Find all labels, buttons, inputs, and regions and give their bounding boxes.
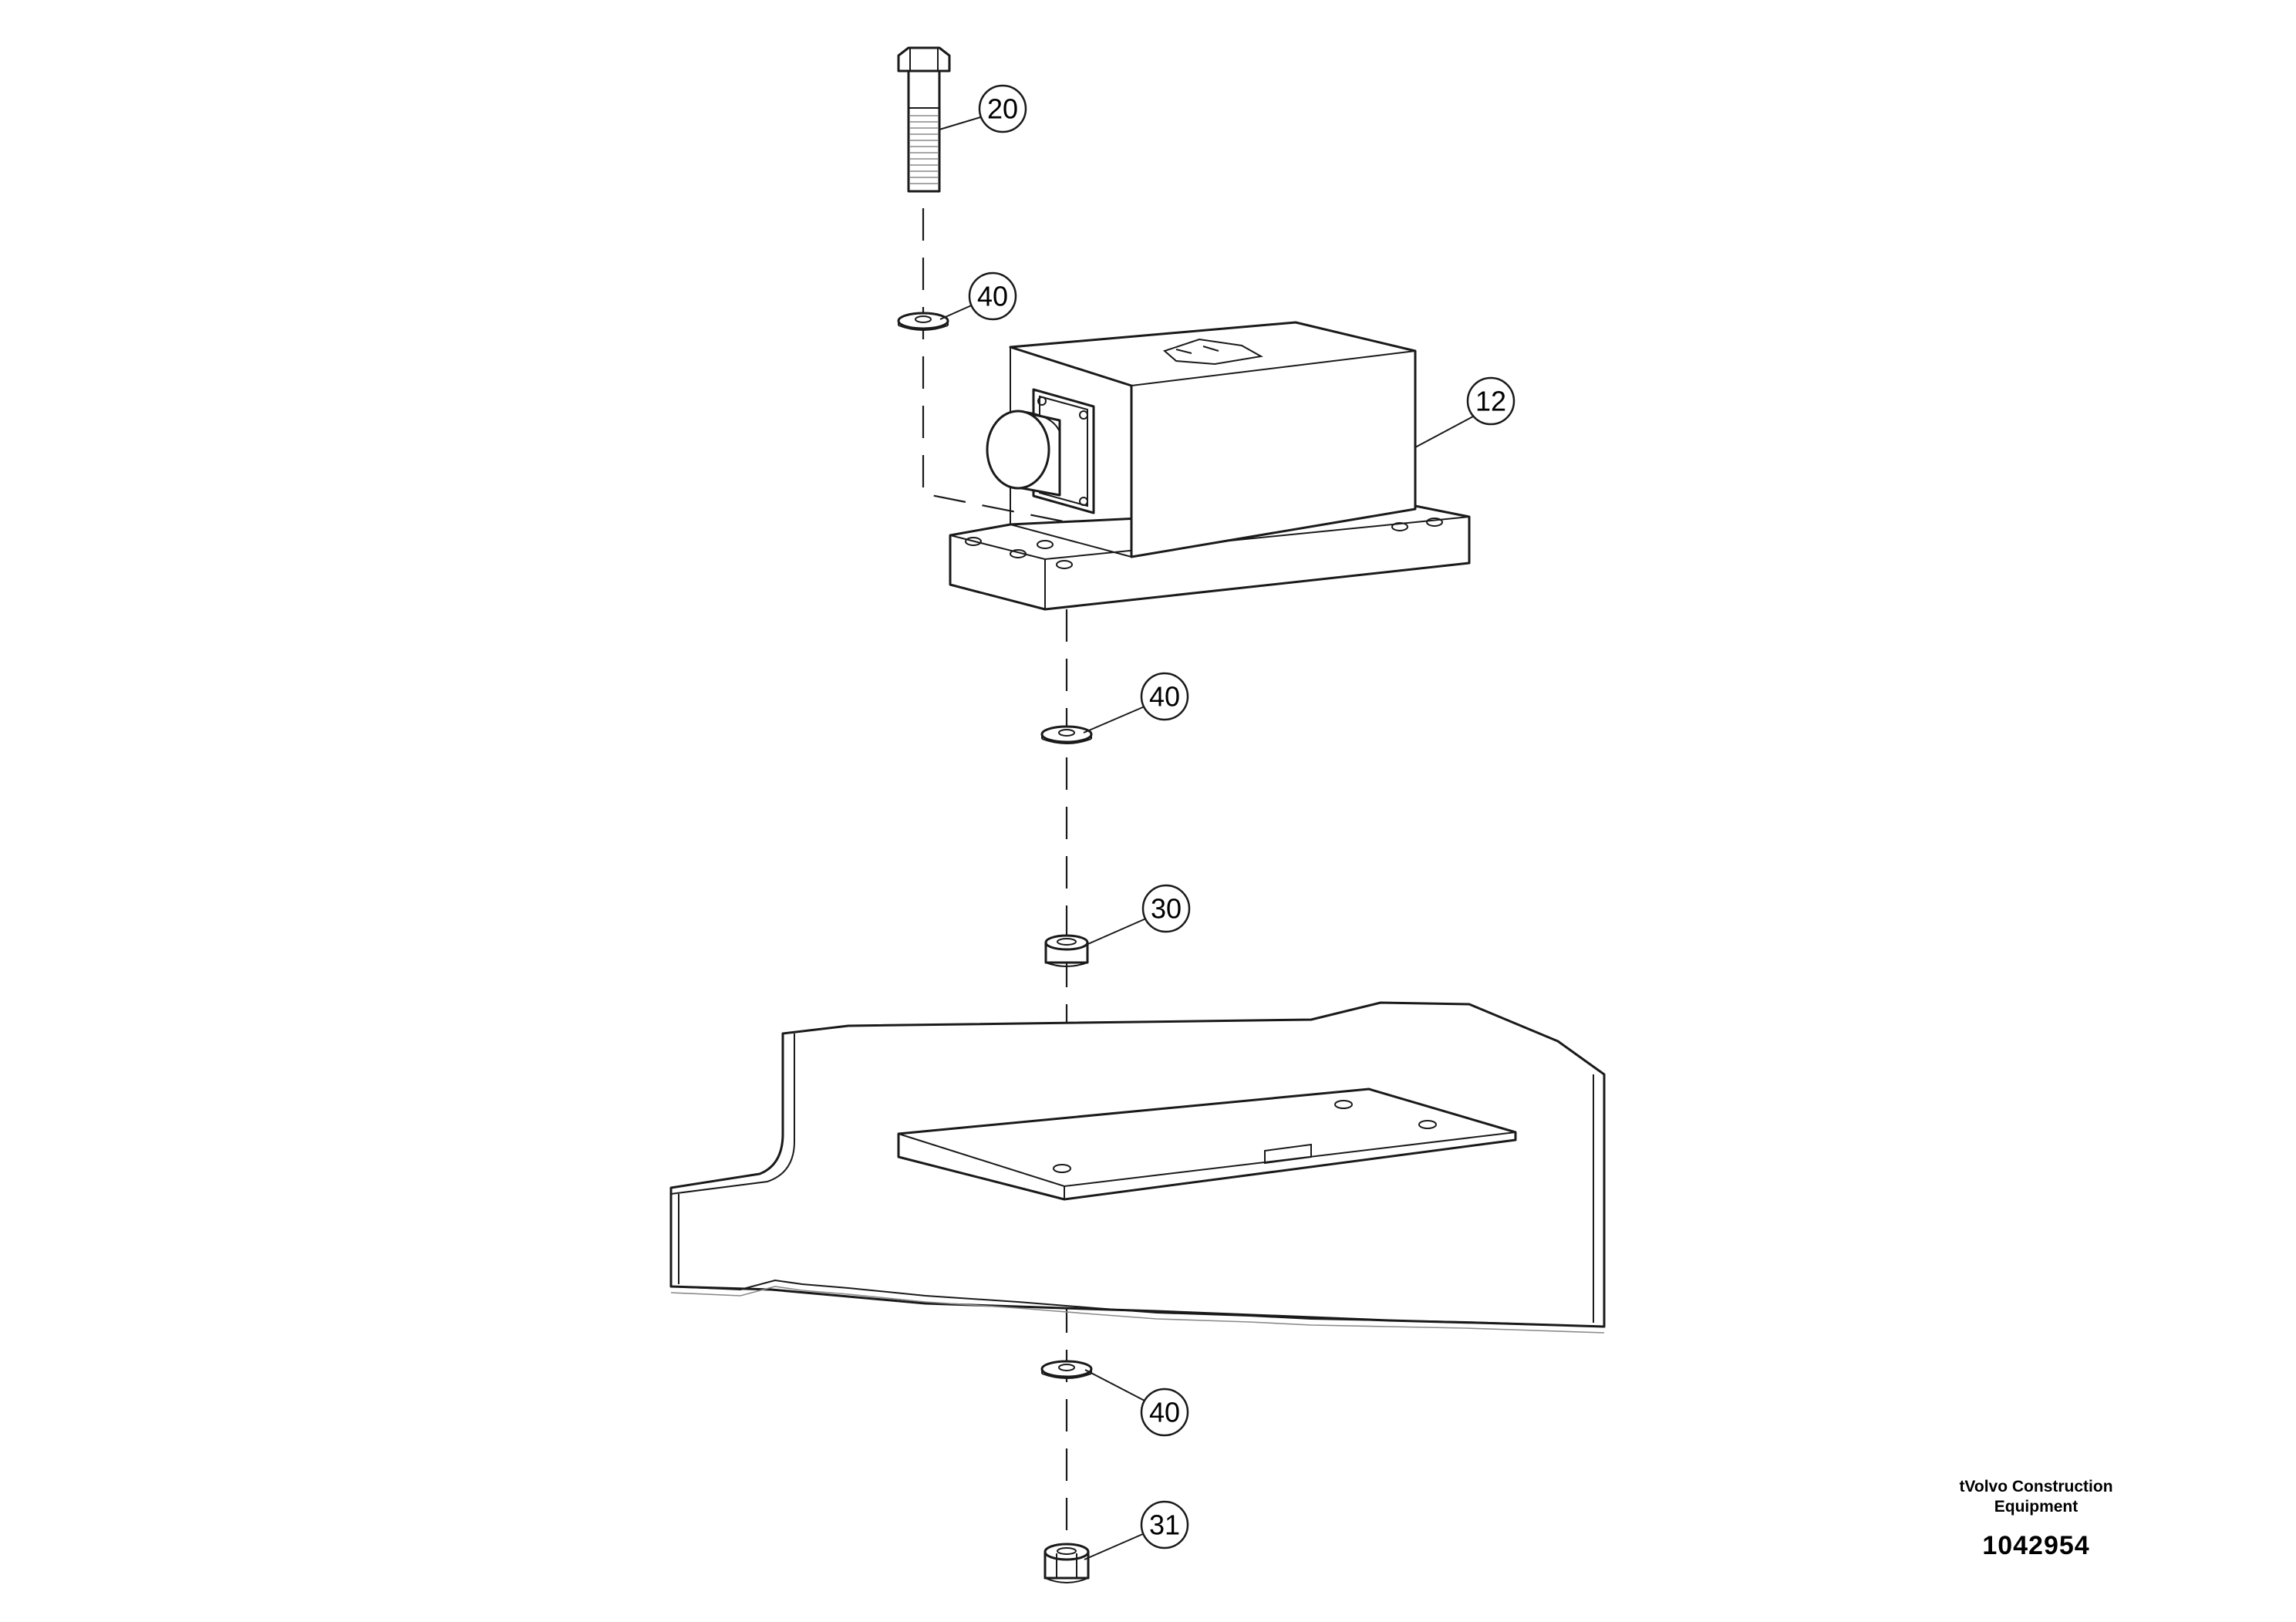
washer-bottom-part	[1040, 1360, 1093, 1379]
callout-40-bottom: 40	[1140, 1388, 1189, 1437]
callout-20-label: 20	[987, 93, 1018, 125]
callout-40-top-label: 40	[977, 281, 1008, 312]
sensor-housing-part	[949, 321, 1471, 611]
washer-middle-part	[1040, 725, 1093, 744]
callout-40-mid: 40	[1140, 672, 1189, 721]
leader-lines	[939, 115, 1474, 1560]
bolt-part	[897, 46, 951, 193]
callout-40-bottom-label: 40	[1149, 1397, 1180, 1428]
washer-top-part	[897, 312, 949, 331]
nut-part	[1043, 1543, 1090, 1583]
company-name-line2: Equipment	[1994, 1498, 2079, 1516]
callout-12-label: 12	[1475, 386, 1506, 417]
callout-40-mid-label: 40	[1149, 681, 1180, 713]
spacer-part	[1044, 934, 1089, 967]
callout-30: 30	[1141, 884, 1191, 933]
callout-40-top: 40	[968, 271, 1017, 321]
callout-20: 20	[978, 84, 1027, 133]
company-name-line1: tVolvo Construction	[1959, 1478, 2113, 1496]
frame-section-part	[669, 1001, 1606, 1334]
title-block: tVolvo Construction Equipment 1042954	[1905, 1477, 2167, 1561]
callout-31: 31	[1140, 1500, 1189, 1549]
callout-12: 12	[1466, 376, 1515, 426]
drawing-number: 1042954	[1982, 1531, 2090, 1560]
callout-30-label: 30	[1151, 893, 1182, 925]
callout-31-label: 31	[1149, 1509, 1180, 1541]
